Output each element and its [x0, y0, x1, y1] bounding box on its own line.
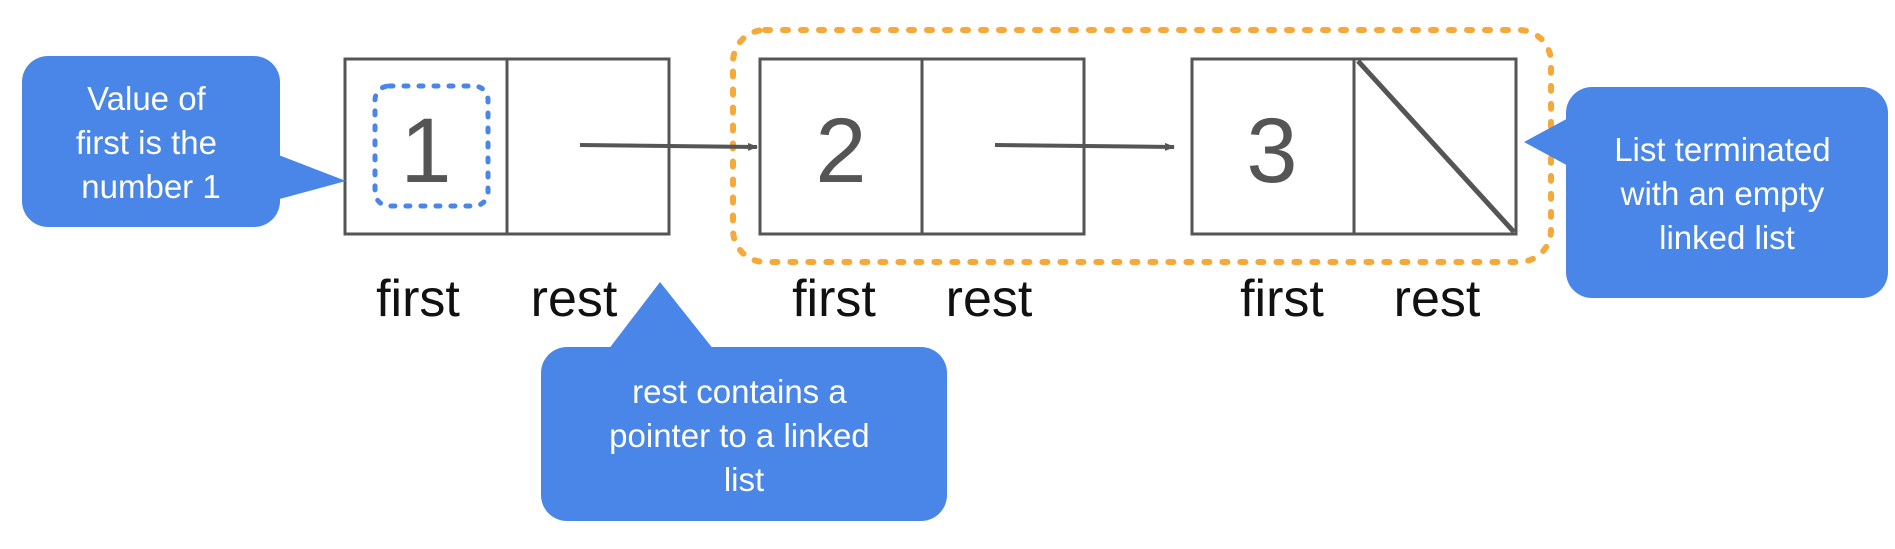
node-3-value: 3	[1246, 100, 1297, 202]
callout-rest-pointer-line-1: rest contains a	[632, 373, 847, 410]
callout-rest-pointer-line-3: list	[724, 461, 764, 498]
node-1-value: 1	[400, 100, 451, 202]
callout-terminated-bubble	[1566, 87, 1888, 298]
callout-rest-pointer-text: rest contains a pointer to a linked list	[609, 373, 879, 498]
callout-terminated-line-1: List terminated	[1614, 131, 1830, 168]
callout-terminated-pointer	[1524, 116, 1572, 168]
node-2-first-label: first	[792, 270, 876, 328]
node-2-first-cell	[758, 57, 924, 236]
node-3-rest-label: rest	[1394, 270, 1481, 328]
node-1-rest-label: rest	[531, 270, 618, 328]
node-2: 2 first rest	[758, 57, 1175, 328]
callout-first-value-pointer	[276, 154, 346, 200]
callout-first-value-bubble	[22, 56, 280, 227]
node-2-pointer-arrow	[994, 142, 1175, 151]
callout-first-value-line-1: Value of	[87, 80, 206, 117]
node-2-value: 2	[815, 100, 866, 202]
node-1-first-label: first	[376, 270, 460, 328]
node-3: 3 first rest	[1190, 57, 1518, 328]
callout-terminated-text: List terminated with an empty linked lis…	[1614, 131, 1840, 256]
node-1-pointer-arrow	[579, 142, 758, 151]
callout-first-value: Value of first is the number 1	[22, 56, 346, 227]
empty-list-slash	[1356, 59, 1516, 234]
node-2-rest-label: rest	[946, 270, 1033, 328]
callout-rest-pointer-bubble	[541, 347, 947, 521]
node-3-first-label: first	[1240, 270, 1324, 328]
callout-first-value-text: Value of first is the number 1	[76, 80, 226, 205]
callout-rest-pointer-pointer	[608, 282, 714, 350]
node-1: 1 first rest	[343, 57, 758, 328]
callout-rest-pointer-line-2: pointer to a linked	[609, 417, 870, 454]
callout-first-value-line-3: number 1	[81, 168, 220, 205]
callout-terminated-line-2: with an empty	[1620, 175, 1825, 212]
callout-terminated-line-3: linked list	[1659, 219, 1795, 256]
callout-terminated: List terminated with an empty linked lis…	[1524, 87, 1888, 298]
first-value-highlight	[372, 83, 491, 209]
callout-rest-pointer: rest contains a pointer to a linked list	[541, 282, 947, 521]
callout-first-value-line-2: first is the	[76, 124, 217, 161]
